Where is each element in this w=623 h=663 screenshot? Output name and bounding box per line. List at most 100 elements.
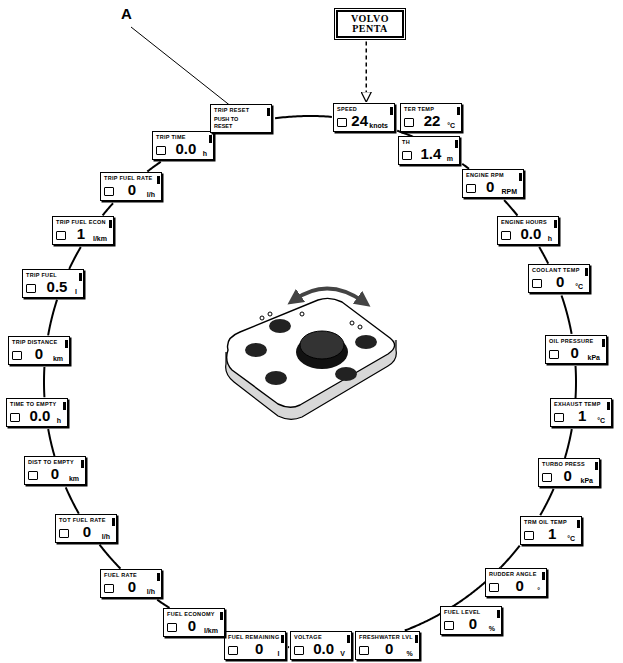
- reading-unit: %: [489, 625, 495, 632]
- scroll-marker: [602, 339, 605, 347]
- reading-unit: l/h: [147, 191, 155, 198]
- scroll-marker: [209, 135, 212, 143]
- display-screen: TRIP TIME0.0h: [152, 131, 214, 160]
- ring-line: [540, 489, 553, 515]
- reading-value: 0: [385, 641, 393, 657]
- screen-title: ENGINE HOURS: [501, 219, 552, 226]
- scroll-marker: [267, 108, 270, 116]
- button: [265, 371, 287, 385]
- scroll-marker: [81, 460, 84, 468]
- screen-icon: [554, 413, 564, 422]
- led: [350, 321, 354, 325]
- screen-title: FUEL ECONOMY: [167, 611, 218, 618]
- screen-message: PUSH TO RESET: [214, 116, 256, 130]
- rotate-arrow: [294, 288, 364, 302]
- reading-unit: km: [69, 475, 79, 482]
- scroll-marker: [109, 220, 112, 228]
- display-screen: TH1.4m: [398, 136, 460, 165]
- reading-value: 0: [556, 274, 564, 290]
- screen-title: TRIP FUEL ECON: [56, 219, 107, 226]
- value-row: 0l: [228, 641, 279, 657]
- value-row: 0km: [12, 346, 63, 362]
- screen-icon: [28, 471, 38, 480]
- value-row: 0RPM: [466, 179, 517, 195]
- display-screen: EXHAUST TEMP1°C: [550, 398, 612, 427]
- panel-top: [227, 298, 395, 407]
- value-row: 0°: [489, 578, 540, 594]
- value-row: 0l/h: [59, 524, 110, 540]
- led: [260, 316, 264, 320]
- reading-value: 0: [83, 524, 91, 540]
- reading-unit: knots: [369, 122, 388, 129]
- value-row: 0.0h: [501, 226, 552, 242]
- reading-unit: °C: [567, 535, 575, 542]
- display-screen: TURBO PRESS0kPa: [538, 458, 600, 487]
- screen-icon: [59, 529, 69, 538]
- scroll-marker: [79, 273, 82, 281]
- screen-icon: [466, 184, 476, 193]
- screen-icon: [404, 118, 414, 127]
- ring-line: [100, 545, 121, 569]
- scroll-marker: [63, 402, 66, 410]
- screen-title: TOT FUEL RATE: [59, 517, 110, 524]
- reading-unit: %: [407, 650, 413, 657]
- display-screen: TIME TO EMPTY0.0h: [6, 398, 68, 427]
- screen-title: VOLTAGE: [294, 634, 345, 641]
- led: [358, 325, 362, 329]
- display-screen: TRIP FUEL RATE0l/h: [100, 172, 162, 201]
- reading-value: 0: [515, 578, 523, 594]
- ring-line: [103, 203, 113, 215]
- display-screen: TRIP FUEL ECON1l/km: [52, 216, 114, 245]
- value-row: 0.5l: [26, 279, 77, 295]
- reading-unit: kPa: [588, 354, 600, 361]
- screen-title: TRM OIL TEMP: [524, 519, 575, 526]
- reading-value: 0: [255, 641, 263, 657]
- dashed-arrow: [366, 42, 368, 102]
- reading-unit: °: [537, 587, 540, 594]
- display-screen: FUEL ECONOMY0 l/km: [163, 608, 225, 637]
- reading-unit: m: [447, 155, 453, 162]
- screen-icon: [156, 146, 166, 155]
- screen-icon: [12, 351, 22, 360]
- reading-unit: l: [278, 650, 280, 657]
- display-screen: ENGINE HOURS0.0h: [497, 216, 559, 245]
- screen-title: TURBO PRESS: [542, 461, 593, 468]
- screen-title: TER TEMP: [404, 106, 455, 113]
- led: [268, 312, 272, 316]
- value-row: 0l/h: [104, 579, 155, 595]
- screen-icon: [359, 646, 369, 655]
- display-screen: FRESHWATER LVL0%: [355, 631, 420, 660]
- screen-icon: [56, 231, 66, 240]
- screen-title: FUEL RATE: [104, 572, 155, 579]
- screen-icon: [167, 623, 177, 632]
- screen-icon: [104, 187, 114, 196]
- scroll-marker: [554, 220, 557, 228]
- screen-title: ENGINE RPM: [466, 172, 517, 179]
- ring-line: [69, 247, 81, 269]
- reading-value: 0: [571, 345, 579, 361]
- screen-title: DIST TO EMPTY: [28, 459, 79, 466]
- ring-line: [66, 487, 79, 513]
- reading-value: 0: [51, 466, 59, 482]
- reading-value: 0: [188, 618, 196, 634]
- reading-value: 24: [351, 113, 368, 129]
- reading-unit: l/km: [204, 627, 218, 634]
- scroll-marker: [415, 635, 418, 643]
- reading-unit: kPa: [581, 477, 593, 484]
- screen-title: FRESHWATER LVL: [359, 634, 413, 641]
- callout-letter: A: [121, 5, 132, 22]
- ring-line: [157, 600, 169, 608]
- scroll-marker: [220, 612, 223, 620]
- screen-title: TRIP RESET: [214, 107, 265, 114]
- display-screen: FUEL RATE0l/h: [100, 569, 162, 598]
- scroll-marker: [519, 173, 522, 181]
- value-row: 0%: [359, 641, 413, 657]
- ring-line: [562, 295, 572, 333]
- display-screen: RUDDER ANGLE0°: [485, 568, 547, 597]
- screen-icon: [104, 584, 114, 593]
- scroll-marker: [455, 140, 458, 148]
- screen-title: TRIP TIME: [156, 134, 207, 141]
- ring-line: [48, 429, 54, 456]
- screen-icon: [402, 151, 412, 160]
